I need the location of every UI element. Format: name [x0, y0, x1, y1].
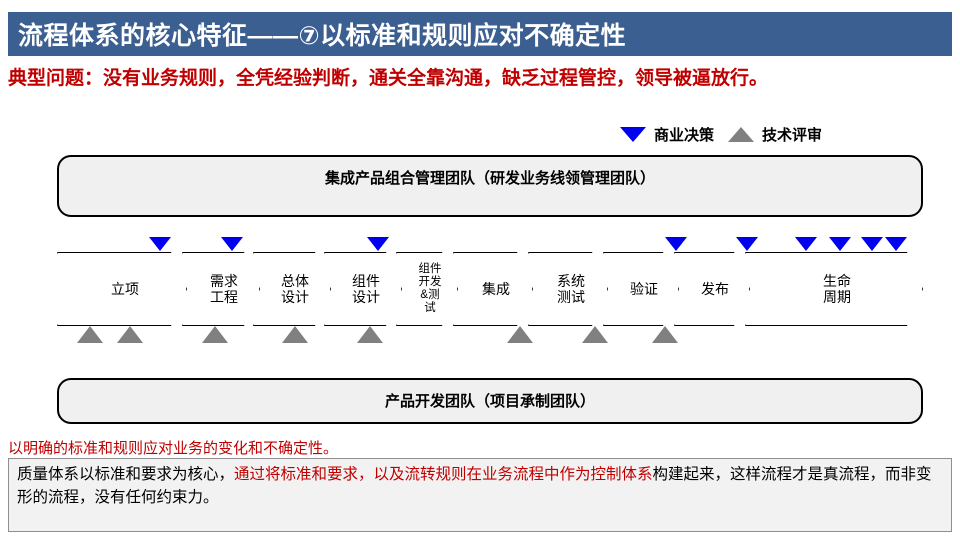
note-segment: 构建起来，这样流程才是真流程，而非变形的流程，没有任何约束力。 [17, 466, 932, 506]
note-box-paragraph: 质量体系以标准和要求为核心，通过将标准和要求，以及流转规则在业务流程中作为控制体… [17, 463, 943, 509]
note-box: 质量体系以标准和要求为核心，通过将标准和要求，以及流转规则在业务流程中作为控制体… [8, 458, 952, 532]
subheading-text: 典型问题：没有业务规则，全凭经验判断，通关全靠沟通，缺乏过程管控，领导被逼放行。 [8, 68, 769, 89]
triangle-up-icon [728, 127, 755, 142]
business-decision-marker-icon [221, 237, 243, 251]
technical-review-marker-icon [582, 326, 608, 343]
process-stage-label: 验证 [630, 281, 658, 297]
process-stage-label: 生命 周期 [823, 273, 851, 305]
legend-item-business-decision: 商业决策 [620, 124, 714, 145]
process-stage-label: 组件 设计 [352, 273, 380, 305]
legend-label-business-decision: 商业决策 [654, 127, 715, 144]
business-decision-marker-icon [149, 237, 171, 251]
business-decision-marker-icon [861, 237, 883, 251]
bottom-team-box-label: 产品开发团队（项目承制团队） [384, 393, 595, 410]
technical-review-marker-icon [282, 326, 308, 343]
business-decision-marker-icon [885, 237, 907, 251]
top-team-box: 集成产品组合管理团队（研发业务线领管理团队） [57, 155, 923, 217]
process-stage[interactable]: 发布 [674, 252, 750, 326]
triangle-down-icon [620, 127, 646, 142]
process-stage[interactable]: 需求 工程 [182, 252, 260, 326]
business-decision-marker-icon [367, 237, 389, 251]
process-stage[interactable]: 组件 开发 &测 试 [396, 252, 458, 326]
legend-item-technical-review: 技术评审 [728, 124, 822, 145]
technical-review-marker-icon [357, 326, 383, 343]
business-decision-marker-icon [665, 237, 687, 251]
process-flow-band: 立项 需求 工程 总体 设计 组件 设计 组件 开发 &测 试 集成 系统 测试 验证 发布 生命… [0, 237, 960, 343]
legend: 商业决策 技术评审 [620, 124, 822, 145]
process-stage[interactable]: 系统 测试 [528, 252, 608, 326]
process-stage-label: 总体 设计 [281, 273, 309, 305]
process-stage-label: 需求 工程 [210, 273, 238, 305]
business-decision-marker-icon [829, 237, 851, 251]
process-stage[interactable]: 立项 [57, 252, 187, 326]
process-stage-label: 发布 [701, 281, 729, 297]
technical-review-marker-icon [77, 326, 103, 343]
legend-label-technical-review: 技术评审 [762, 127, 823, 144]
process-stage[interactable]: 组件 设计 [324, 252, 402, 326]
business-decision-marker-icon [795, 237, 817, 251]
technical-review-marker-icon [202, 326, 228, 343]
technical-review-marker-icon [507, 326, 533, 343]
process-stage-label: 系统 测试 [557, 273, 585, 305]
note-overlay-text: 以明确的标准和规则应对业务的变化和不确定性。 [8, 440, 339, 457]
top-team-box-label: 集成产品组合管理团队（研发业务线领管理团队） [324, 170, 655, 187]
process-stage[interactable]: 验证 [603, 252, 679, 326]
technical-review-marker-icon [652, 326, 678, 343]
page-title: 流程体系的核心特征——⑦以标准和规则应对不确定性 [18, 22, 627, 50]
process-stage-label: 立项 [111, 281, 139, 297]
process-stage[interactable]: 总体 设计 [253, 252, 331, 326]
note-segment: 通过将标准和要求，以及流转规则在业务流程中作为控制体系 [234, 466, 653, 483]
bottom-team-box: 产品开发团队（项目承制团队） [57, 378, 923, 424]
process-stage[interactable]: 生命 周期 [745, 252, 923, 326]
process-stage-label: 组件 开发 &测 试 [418, 263, 442, 314]
process-stage[interactable]: 集成 [453, 252, 533, 326]
technical-review-marker-icon [117, 326, 143, 343]
note-segment: 质量体系以标准和要求为核心， [17, 466, 235, 483]
business-decision-marker-icon [736, 237, 758, 251]
slide-title-bar: 流程体系的核心特征——⑦以标准和规则应对不确定性 [8, 12, 952, 56]
process-stage-label: 集成 [482, 281, 510, 297]
